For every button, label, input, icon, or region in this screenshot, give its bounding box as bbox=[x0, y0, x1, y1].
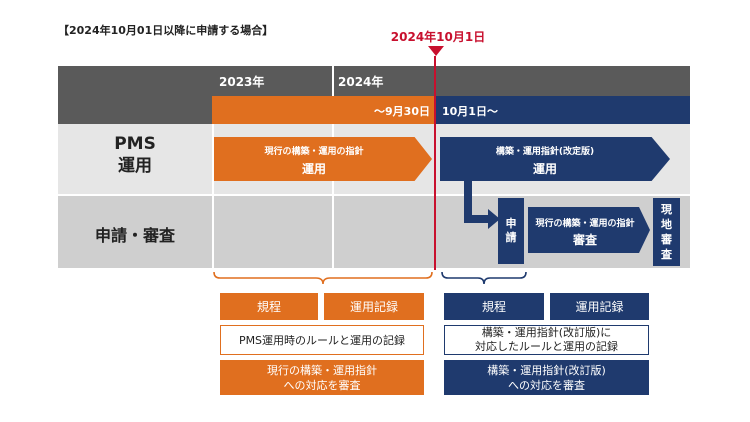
application-box-char1: 申 bbox=[505, 217, 517, 230]
review-row-divider-mid bbox=[332, 196, 334, 268]
period-before-label: ～9月30日 bbox=[374, 105, 430, 118]
period-bar-after bbox=[436, 96, 690, 124]
revised-records-box: 運用記録 bbox=[550, 293, 649, 320]
review-row-divider-left bbox=[212, 196, 214, 268]
transition-arrow-icon bbox=[464, 181, 500, 229]
current-rules-box: 規程 bbox=[220, 293, 318, 320]
onsite-review-char2: 地 bbox=[661, 218, 672, 231]
current-review-line2: への対応を審査 bbox=[283, 378, 361, 392]
revised-rules-box: 規程 bbox=[444, 293, 544, 320]
current-description-box: PMS運用時のルールと運用の記録 bbox=[220, 325, 424, 355]
onsite-review-char1: 現 bbox=[661, 203, 672, 216]
revised-operation-arrow-sub: 構築・運用指針(改定版) bbox=[495, 147, 595, 157]
revised-review-line2: への対応を審査 bbox=[508, 378, 585, 392]
onsite-review-char4: 査 bbox=[661, 248, 672, 261]
revised-operation-arrow bbox=[440, 137, 670, 181]
revised-operation-arrow-main: 運用 bbox=[532, 162, 557, 176]
onsite-review-box: 現 地 審 査 bbox=[653, 198, 680, 266]
cutoff-date-label: 2024年10月1日 bbox=[390, 30, 486, 44]
left-brace-icon bbox=[213, 271, 433, 285]
page-title: 【2024年10月01日以降に申請する場合】 bbox=[58, 24, 274, 37]
application-box: 申 請 bbox=[498, 198, 524, 264]
current-records-box: 運用記録 bbox=[324, 293, 424, 320]
pms-row-label-line2: 運用 bbox=[118, 156, 152, 176]
timeline-header bbox=[58, 66, 690, 96]
onsite-review-char3: 審 bbox=[661, 233, 672, 246]
revised-description-line1: 構築・運用指針(改訂版)に bbox=[481, 326, 612, 339]
document-review-arrow-main: 審査 bbox=[572, 233, 597, 247]
review-row-label: 申請・審査 bbox=[94, 226, 175, 245]
application-box-char2: 請 bbox=[505, 231, 517, 244]
current-operation-arrow-main: 運用 bbox=[301, 162, 326, 176]
pms-row-divider-left bbox=[212, 124, 214, 194]
current-review-line1: 現行の構築・運用指針 bbox=[267, 363, 377, 377]
header-divider bbox=[332, 66, 334, 96]
pms-row-label-line1: PMS bbox=[114, 134, 156, 154]
cutoff-marker-triangle-icon bbox=[428, 46, 444, 56]
document-review-arrow-sub: 現行の構築・運用の指針 bbox=[535, 219, 635, 229]
year-2023-label: 2023年 bbox=[219, 75, 265, 89]
current-review-box: 現行の構築・運用指針 への対応を審査 bbox=[220, 360, 424, 395]
revised-review-box: 構築・運用指針(改訂版) への対応を審査 bbox=[444, 360, 649, 395]
cutoff-line bbox=[434, 56, 436, 270]
right-brace-icon bbox=[441, 271, 527, 285]
revised-description-box: 構築・運用指針(改訂版)に 対応したルールと運用の記録 bbox=[444, 325, 649, 355]
current-operation-arrow bbox=[214, 137, 432, 181]
year-2024-label: 2024年 bbox=[338, 75, 384, 89]
document-review-arrow bbox=[528, 207, 650, 253]
revised-description-line2: 対応したルールと運用の記録 bbox=[475, 340, 618, 353]
current-operation-arrow-sub: 現行の構築・運用の指針 bbox=[264, 147, 364, 157]
revised-review-line1: 構築・運用指針(改訂版) bbox=[487, 363, 606, 377]
period-bar-left-gray bbox=[58, 96, 212, 124]
period-after-label: 10月1日～ bbox=[442, 105, 498, 118]
period-bar-before bbox=[212, 96, 434, 124]
pms-row-label: PMS 運用 bbox=[58, 133, 212, 177]
